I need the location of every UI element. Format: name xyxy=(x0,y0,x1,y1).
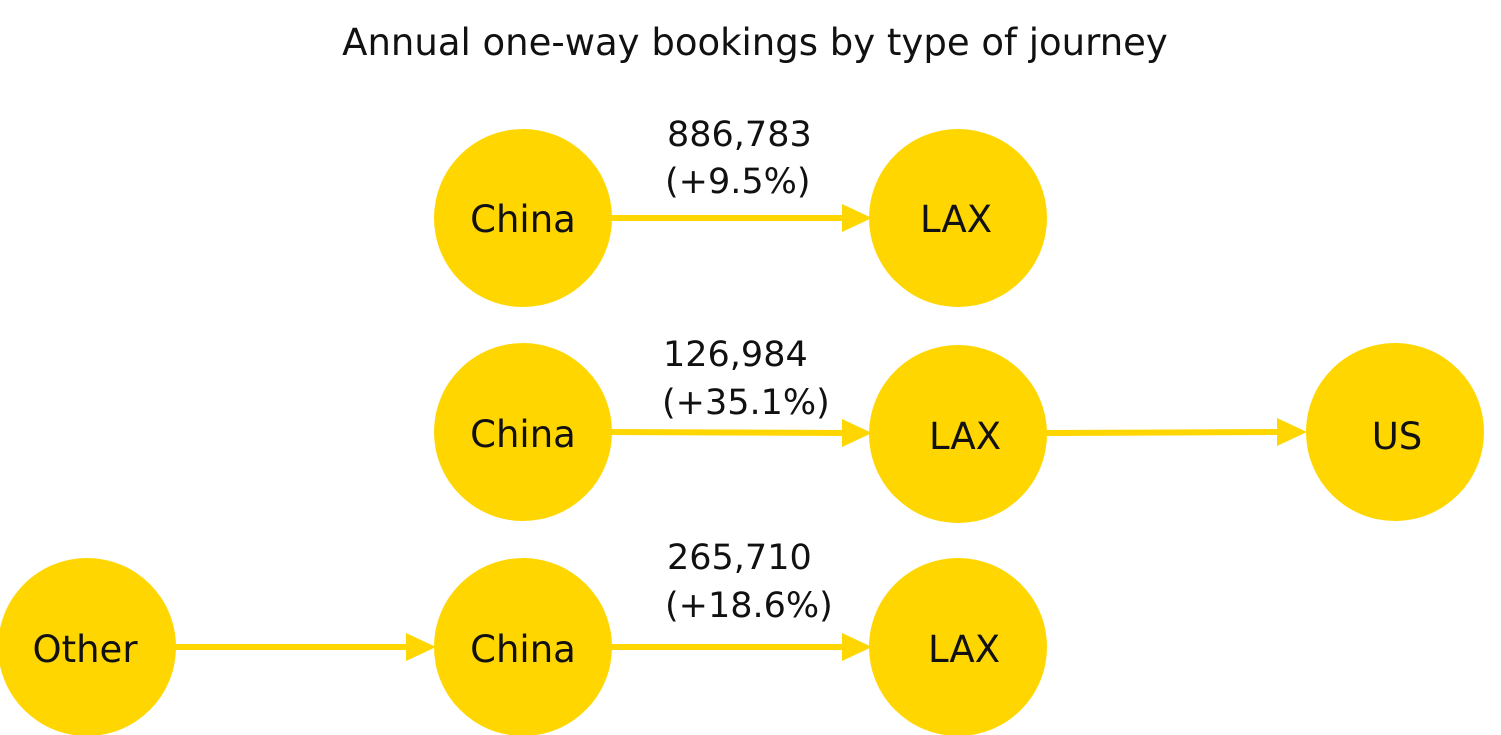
arrowhead-lax-to-us xyxy=(1277,418,1307,446)
bookings-change: (+35.1%) xyxy=(662,383,830,423)
node-us xyxy=(1306,343,1484,521)
arrowhead-other-to-china xyxy=(406,633,436,661)
node-label-lax: LAX xyxy=(928,628,1000,671)
node-label-china: China xyxy=(470,628,576,671)
arrowhead-china-to-lax xyxy=(842,204,872,232)
bookings-change: (+18.6%) xyxy=(665,586,833,626)
node-lax xyxy=(869,345,1047,523)
node-lax xyxy=(869,558,1047,735)
node-label-other: Other xyxy=(32,628,138,671)
node-china xyxy=(434,558,612,735)
arrowhead-china-to-lax xyxy=(842,419,872,447)
node-label-china: China xyxy=(470,198,576,241)
node-china xyxy=(434,129,612,307)
bookings-count: 126,984 xyxy=(663,335,808,375)
node-other xyxy=(0,558,176,735)
journey-row-china-lax-us: China LAX US 126,984 (+35.1%) xyxy=(434,335,1484,523)
node-label-china: China xyxy=(470,413,576,456)
diagram-title: Annual one-way bookings by type of journ… xyxy=(342,21,1168,64)
node-label-lax: LAX xyxy=(929,415,1001,458)
bookings-change: (+9.5%) xyxy=(665,162,811,202)
node-lax xyxy=(869,129,1047,307)
node-label-lax: LAX xyxy=(920,198,992,241)
edge-lax-to-us xyxy=(1045,429,1284,436)
node-label-us: US xyxy=(1372,415,1423,458)
arrowhead-china-to-lax xyxy=(842,633,872,661)
node-china xyxy=(434,343,612,521)
bookings-count: 886,783 xyxy=(667,115,812,155)
journey-row-china-lax: China LAX 886,783 (+9.5%) xyxy=(434,115,1047,307)
journey-row-other-china-lax: Other China LAX 265,710 (+18.6%) xyxy=(0,538,1047,735)
bookings-count: 265,710 xyxy=(667,538,812,578)
edge-china-to-lax xyxy=(609,429,849,436)
